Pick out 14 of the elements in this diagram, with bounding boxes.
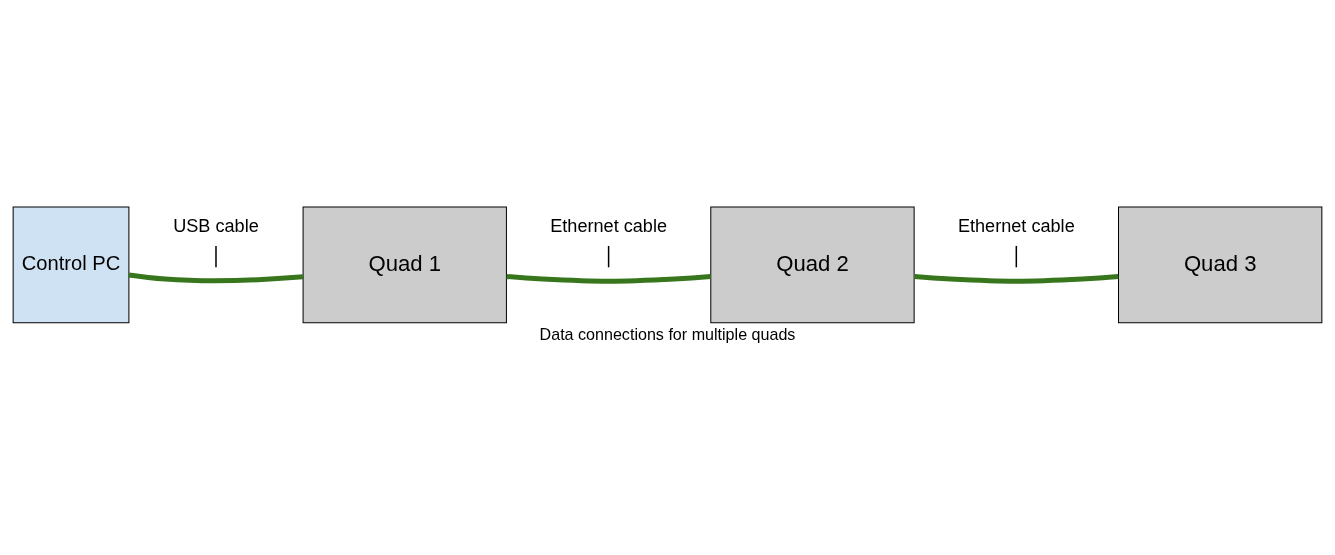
node-text: Ethernet cable <box>550 215 668 236</box>
node-box: Quad 2 <box>710 206 915 323</box>
node-box: Quad 3 <box>1118 206 1323 323</box>
node-box: Control PC <box>12 206 130 323</box>
node-box: Quad 1 <box>302 206 507 323</box>
connector <box>506 273 711 284</box>
caption: Data connections for multiple quads <box>539 324 796 343</box>
connector <box>215 244 217 268</box>
connector <box>128 271 304 283</box>
node-text: Ethernet cable <box>957 215 1075 236</box>
connector <box>914 273 1119 284</box>
connector <box>1015 244 1018 268</box>
connector <box>607 244 610 268</box>
node-text: USB cable <box>173 215 259 236</box>
